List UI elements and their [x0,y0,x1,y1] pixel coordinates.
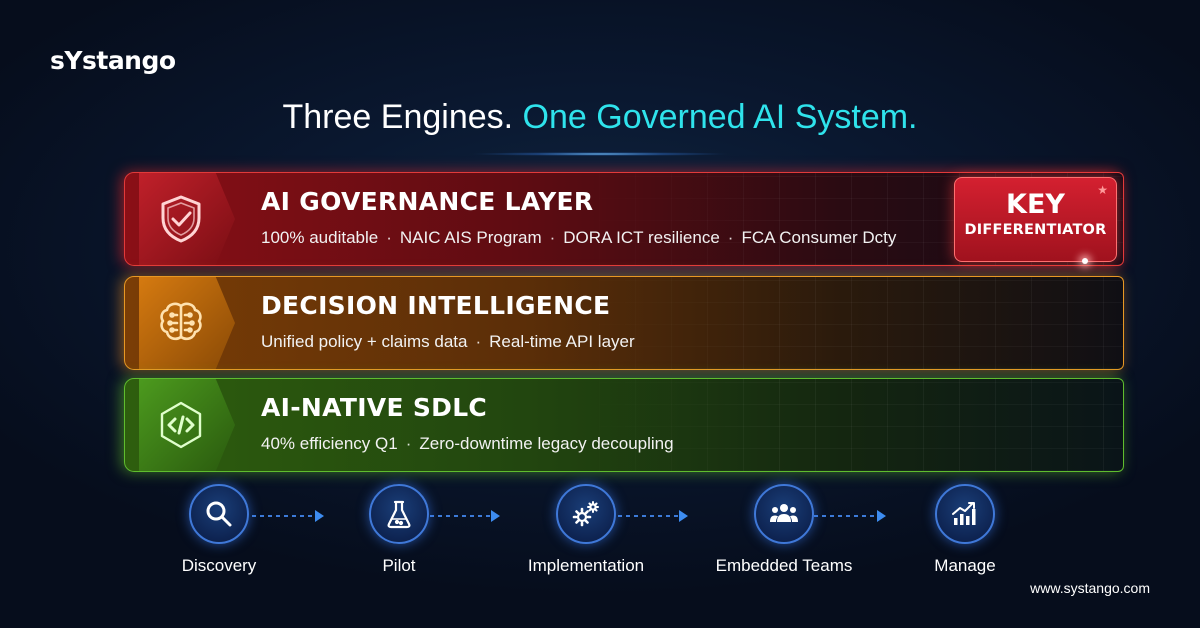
chart-growth-icon [952,502,976,525]
step-connector [252,510,324,522]
step-embedded-teams: Embedded Teams [699,484,869,576]
step-label: Implementation [527,556,645,575]
separator-dot: · [386,228,392,247]
separator-dot: · [405,434,412,453]
brain-circuit-icon [160,302,202,341]
layer-icon-tab [139,277,235,369]
star-icon: ★ [1097,183,1108,197]
badge-line1: KEY [1006,189,1065,220]
step-manage: Manage [880,484,1050,576]
step-discovery: Discovery [134,484,304,576]
step-circle [369,484,429,544]
layer-icon-tab [139,173,235,265]
step-circle [556,484,616,544]
step-implementation: Implementation [501,484,671,576]
layer-decision-intelligence: DECISION INTELLIGENCE Unified policy + c… [124,276,1124,370]
badge-line2: DIFFERENTIATOR [964,222,1107,238]
layer-subtitle: 40% efficiency Q1 · Zero-downtime legacy d… [261,434,674,454]
flask-icon [387,500,411,529]
step-connector [814,510,886,522]
layer-ai-native-sdlc: AI-NATIVE SDLC 40% efficiency Q1 · Zero-do… [124,378,1124,472]
step-connector [618,510,688,522]
website-url: www.systango.com [1030,580,1150,596]
step-label: Discovery [181,556,257,575]
layer-item: DORA ICT resilience [563,228,720,247]
layer-item: Real-time API layer [489,332,635,351]
step-label: Pilot [382,556,416,575]
code-icon [160,401,202,449]
layer-subtitle: 100% auditable · NAIC AIS Program · DORA ICT… [261,228,896,248]
arrow-right-icon [491,510,500,522]
step-connector [430,510,500,522]
layer-title: AI GOVERNANCE LAYER [261,187,594,216]
step-circle [935,484,995,544]
step-circle [754,484,814,544]
step-circle [189,484,249,544]
layer-subtitle: Unified policy + claims data · Real-time A… [261,332,635,352]
separator-dot: · [727,228,734,247]
separator-dot: · [475,332,482,351]
layer-item: FCA Consumer Dcty [741,228,897,247]
layer-item: 40% efficiency Q1 [261,434,398,453]
layer-item: Unified policy + claims data [261,332,468,351]
arrow-right-icon [315,510,324,522]
circuit-pattern [563,379,1123,471]
brand-logo: sYstango [50,46,176,75]
headline: Three Engines. One Governed AI System. [0,98,1200,137]
headline-glow-divider [470,152,730,156]
sparkle-icon [1082,258,1088,264]
headline-part1: Three Engines. [282,98,523,136]
search-icon [206,501,232,527]
layer-item: Zero-downtime legacy decoupling [419,434,674,453]
key-differentiator-badge: ★ KEY DIFFERENTIATOR [954,177,1117,264]
layer-icon-tab [139,379,235,471]
layer-title: DECISION INTELLIGENCE [261,291,611,320]
shield-check-icon [161,195,201,243]
step-label: Embedded Teams [715,556,853,575]
step-label: Manage [934,556,996,575]
headline-accent: One Governed AI System. [522,98,918,136]
step-pilot: Pilot [314,484,484,576]
layer-title: AI-NATIVE SDLC [261,393,488,422]
arrow-right-icon [877,510,886,522]
team-icon [770,504,798,522]
layer-item: 100% auditable [261,228,379,247]
gears-icon [572,501,599,527]
layer-item: NAIC AIS Program [399,228,542,247]
separator-dot: · [549,228,556,247]
arrow-right-icon [679,510,688,522]
circuit-pattern [563,277,1123,369]
